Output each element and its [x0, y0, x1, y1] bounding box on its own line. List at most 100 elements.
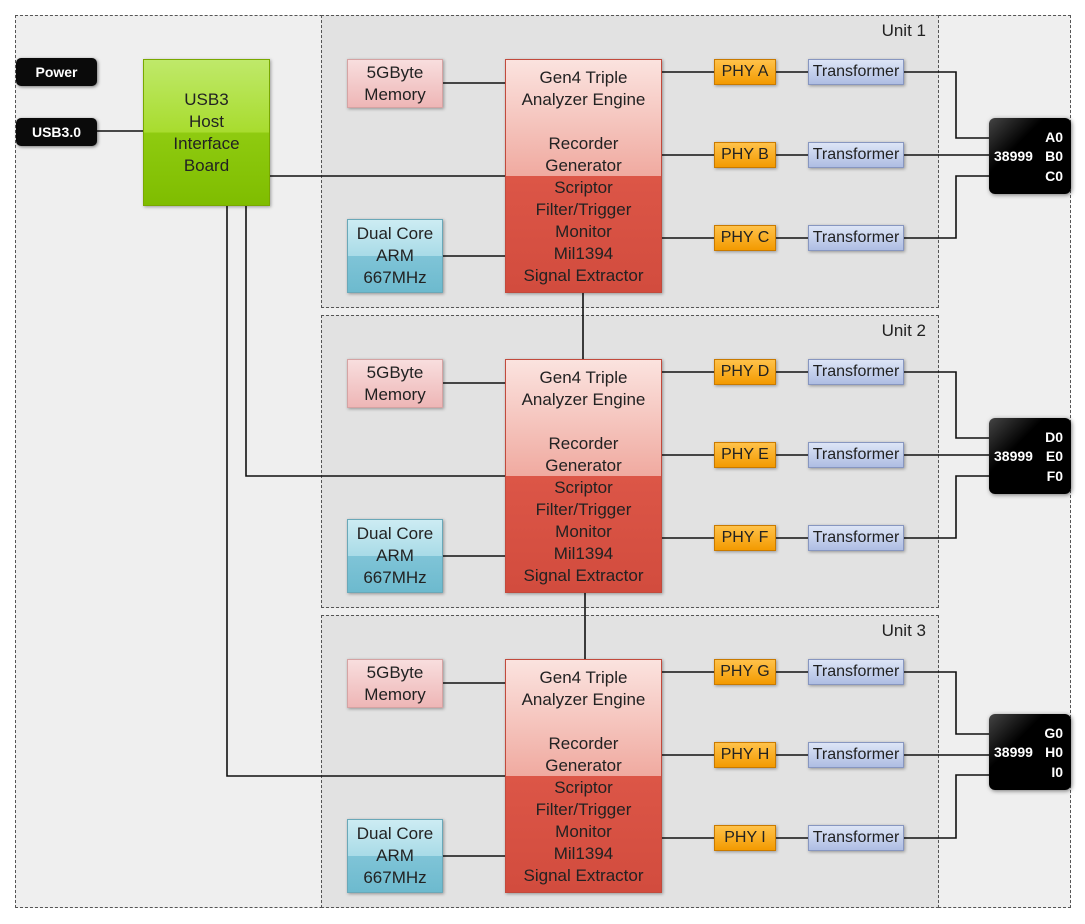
engine-top-line-2: Analyzer Engine — [521, 90, 646, 109]
engine-top-line-2: Analyzer Engine — [521, 390, 646, 409]
engine-bottom-line-2: Filter/Trigger — [535, 200, 632, 219]
connector-port-i0: I0 — [1051, 764, 1063, 780]
engine-bottom-line-3: Monitor — [555, 822, 612, 841]
host-board-line-3: Interface — [173, 133, 240, 153]
transformer-h: Transformer — [808, 742, 904, 768]
engine-bottom-line-4: Mil1394 — [553, 844, 614, 863]
memory-line-2: Memory — [364, 684, 426, 704]
unit-3-memory: 5GByte Memory — [347, 659, 443, 708]
power-port-label: Power — [35, 64, 78, 80]
memory-line-2: Memory — [364, 384, 426, 404]
phy-label: PHY B — [721, 146, 769, 163]
phy-label: PHY A — [721, 63, 769, 80]
arm-line-3: 667MHz — [363, 868, 427, 887]
connector-port-e0: E0 — [1045, 448, 1063, 464]
engine-bottom-line-5: Signal Extractor — [523, 266, 644, 285]
usb-port-label: USB3.0 — [31, 124, 82, 140]
engine-mid-line-2: Generator — [545, 756, 622, 775]
unit-1-analyzer-engine: Gen4 Triple Analyzer Engine Recorder Gen… — [505, 59, 662, 293]
engine-bottom-line-2: Filter/Trigger — [535, 800, 632, 819]
memory-line-2: Memory — [364, 84, 426, 104]
engine-top-line-1: Gen4 Triple — [539, 668, 628, 687]
unit-2-analyzer-engine: Gen4 Triple Analyzer Engine Recorder Gen… — [505, 359, 662, 593]
memory-line-1: 5GByte — [366, 662, 424, 682]
engine-bottom-line-1: Scriptor — [554, 778, 613, 797]
connector-model: 38999 — [994, 448, 1033, 464]
engine-bottom-line-3: Monitor — [555, 522, 612, 541]
engine-top-line-2: Analyzer Engine — [521, 690, 646, 709]
engine-mid-line-1: Recorder — [548, 734, 619, 753]
phy-label: PHY F — [721, 529, 769, 546]
phy-b: PHY B — [714, 142, 776, 168]
engine-bottom-line-3: Monitor — [555, 222, 612, 241]
transformer-c: Transformer — [808, 225, 904, 251]
transformer-g: Transformer — [808, 659, 904, 685]
transformer-f: Transformer — [808, 525, 904, 551]
memory-line-1: 5GByte — [366, 62, 424, 82]
phy-label: PHY E — [721, 446, 769, 463]
unit-1-memory: 5GByte Memory — [347, 59, 443, 108]
engine-top-line-1: Gen4 Triple — [539, 368, 628, 387]
arm-line-3: 667MHz — [363, 268, 427, 287]
engine-bottom-line-4: Mil1394 — [553, 544, 614, 563]
transformer-label: Transformer — [812, 229, 900, 246]
unit-3-label: Unit 3 — [881, 621, 926, 640]
arm-line-2: ARM — [376, 546, 414, 565]
engine-bottom-line-1: Scriptor — [554, 478, 613, 497]
phy-d: PHY D — [714, 359, 776, 385]
connector-model: 38999 — [994, 744, 1033, 760]
connector-port-c0: C0 — [1045, 168, 1063, 184]
arm-line-2: ARM — [376, 246, 414, 265]
unit-2-memory: 5GByte Memory — [347, 359, 443, 408]
engine-bottom-line-4: Mil1394 — [553, 244, 614, 263]
phy-e: PHY E — [714, 442, 776, 468]
transformer-d: Transformer — [808, 359, 904, 385]
usb3-host-interface-board: USB3 Host Interface Board — [143, 59, 270, 206]
engine-mid-line-2: Generator — [545, 156, 622, 175]
connection-line — [904, 371, 989, 439]
unit-1-arm: Dual Core ARM 667MHz — [347, 219, 443, 293]
connector-port-h0: H0 — [1045, 744, 1063, 760]
phy-f: PHY F — [714, 525, 776, 551]
transformer-a: Transformer — [808, 59, 904, 85]
transformer-e: Transformer — [808, 442, 904, 468]
transformer-label: Transformer — [812, 746, 900, 763]
connector-1: A0 38999 B0 C0 — [989, 118, 1071, 194]
transformer-label: Transformer — [812, 63, 900, 80]
phy-label: PHY H — [720, 746, 770, 763]
host-board-line-1: USB3 — [184, 89, 229, 109]
connector-port-a0: A0 — [1045, 129, 1063, 145]
transformer-label: Transformer — [812, 363, 900, 380]
transformer-label: Transformer — [812, 529, 900, 546]
connector-model: 38999 — [994, 148, 1033, 164]
connector-port-g0: G0 — [1044, 725, 1063, 741]
unit-2-arm: Dual Core ARM 667MHz — [347, 519, 443, 593]
transformer-i: Transformer — [808, 825, 904, 851]
unit-1-label: Unit 1 — [881, 21, 926, 40]
unit-3-analyzer-engine: Gen4 Triple Analyzer Engine Recorder Gen… — [505, 659, 662, 893]
transformer-b: Transformer — [808, 142, 904, 168]
connector-port-d0: D0 — [1045, 429, 1063, 445]
phy-label: PHY I — [724, 829, 766, 846]
phy-a: PHY A — [714, 59, 776, 85]
phy-h: PHY H — [714, 742, 776, 768]
arm-line-1: Dual Core — [356, 824, 434, 843]
transformer-label: Transformer — [812, 829, 900, 846]
engine-mid-line-1: Recorder — [548, 134, 619, 153]
memory-line-1: 5GByte — [366, 362, 424, 382]
arm-line-3: 667MHz — [363, 568, 427, 587]
host-board-line-4: Board — [183, 155, 230, 175]
phy-g: PHY G — [714, 659, 776, 685]
unit-3-arm: Dual Core ARM 667MHz — [347, 819, 443, 893]
connection-line — [904, 475, 989, 539]
host-board-line-2: Host — [189, 111, 224, 131]
engine-bottom-line-2: Filter/Trigger — [535, 500, 632, 519]
transformer-label: Transformer — [812, 446, 900, 463]
unit-2-label: Unit 2 — [881, 321, 926, 340]
arm-line-2: ARM — [376, 846, 414, 865]
engine-bottom-line-1: Scriptor — [554, 178, 613, 197]
engine-mid-line-2: Generator — [545, 456, 622, 475]
phy-i: PHY I — [714, 825, 776, 851]
phy-c: PHY C — [714, 225, 776, 251]
